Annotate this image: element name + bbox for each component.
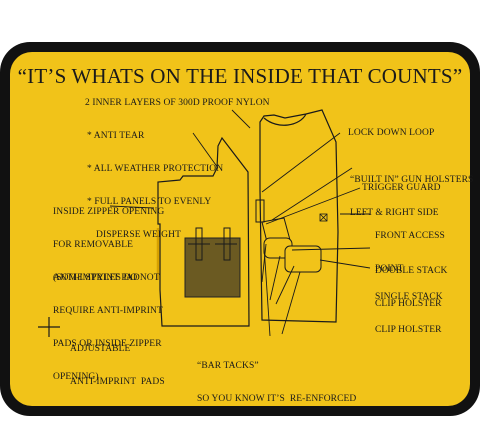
- trigger-guard-label: TRIGGER GUARD: [362, 183, 441, 193]
- nylon-heading: 2 INNER LAYERS OF 300D PROOF NYLON: [85, 98, 270, 108]
- bar-tacks-label: “BAR TACKS” SO YOU KNOW IT’S RE-ENFORCED: [197, 361, 357, 404]
- front-access-label: FRONT ACCESS POINT: [375, 231, 445, 274]
- nylon-feature: * ALL WEATHER PROTECTION: [87, 164, 224, 174]
- built-in-holsters-label: “BUILT IN” GUN HOLSTERS LEFT & RIGHT SID…: [350, 175, 474, 218]
- leader-lines: [109, 109, 371, 337]
- card-background: [10, 52, 470, 406]
- vest-neckline: [263, 113, 307, 126]
- single-stack-clip-holster: [284, 245, 322, 273]
- nylon-feature: DISPERSE WEIGHT: [96, 230, 181, 240]
- vest-drawing: [156, 109, 339, 327]
- lock-down-loop-label: LOCK DOWN LOOP: [348, 128, 435, 138]
- pad-straps: [188, 227, 237, 261]
- anti-imprint-pad: [184, 237, 241, 298]
- single-stack-label: SINGLE STACK CLIP HOLSTER: [375, 292, 443, 335]
- vest-left-panel: [157, 136, 250, 327]
- front-access-x-icon: [319, 213, 328, 222]
- plus-cross-icon: [38, 317, 60, 337]
- double-stack-label: DOUBLE STACK CLIP HOLSTER: [375, 266, 448, 309]
- trigger-guard: [255, 199, 265, 223]
- adjustable-pads-label: ADJUSTABLE ANTI-IMPRINT PADS: [70, 344, 165, 387]
- holsters: [255, 199, 322, 273]
- nylon-feature: * ANTI TEAR: [87, 131, 145, 141]
- nylon-features: * ANTI TEAR * ALL WEATHER PROTECTION * F…: [87, 109, 223, 252]
- vest-right-panel: [259, 109, 339, 323]
- nylon-feature: * FULL PANELS TO EVENLY: [87, 197, 212, 207]
- page-title: “IT’S WHATS ON THE INSIDE THAT COUNTS”: [17, 64, 463, 88]
- inside-zipper-label: INSIDE ZIPPER OPENING FOR REMOVABLE ANTI…: [53, 207, 165, 283]
- some-styles-note: (SOME STYLES DO NOT REQUIRE ANTI-IMPRINT…: [53, 273, 163, 382]
